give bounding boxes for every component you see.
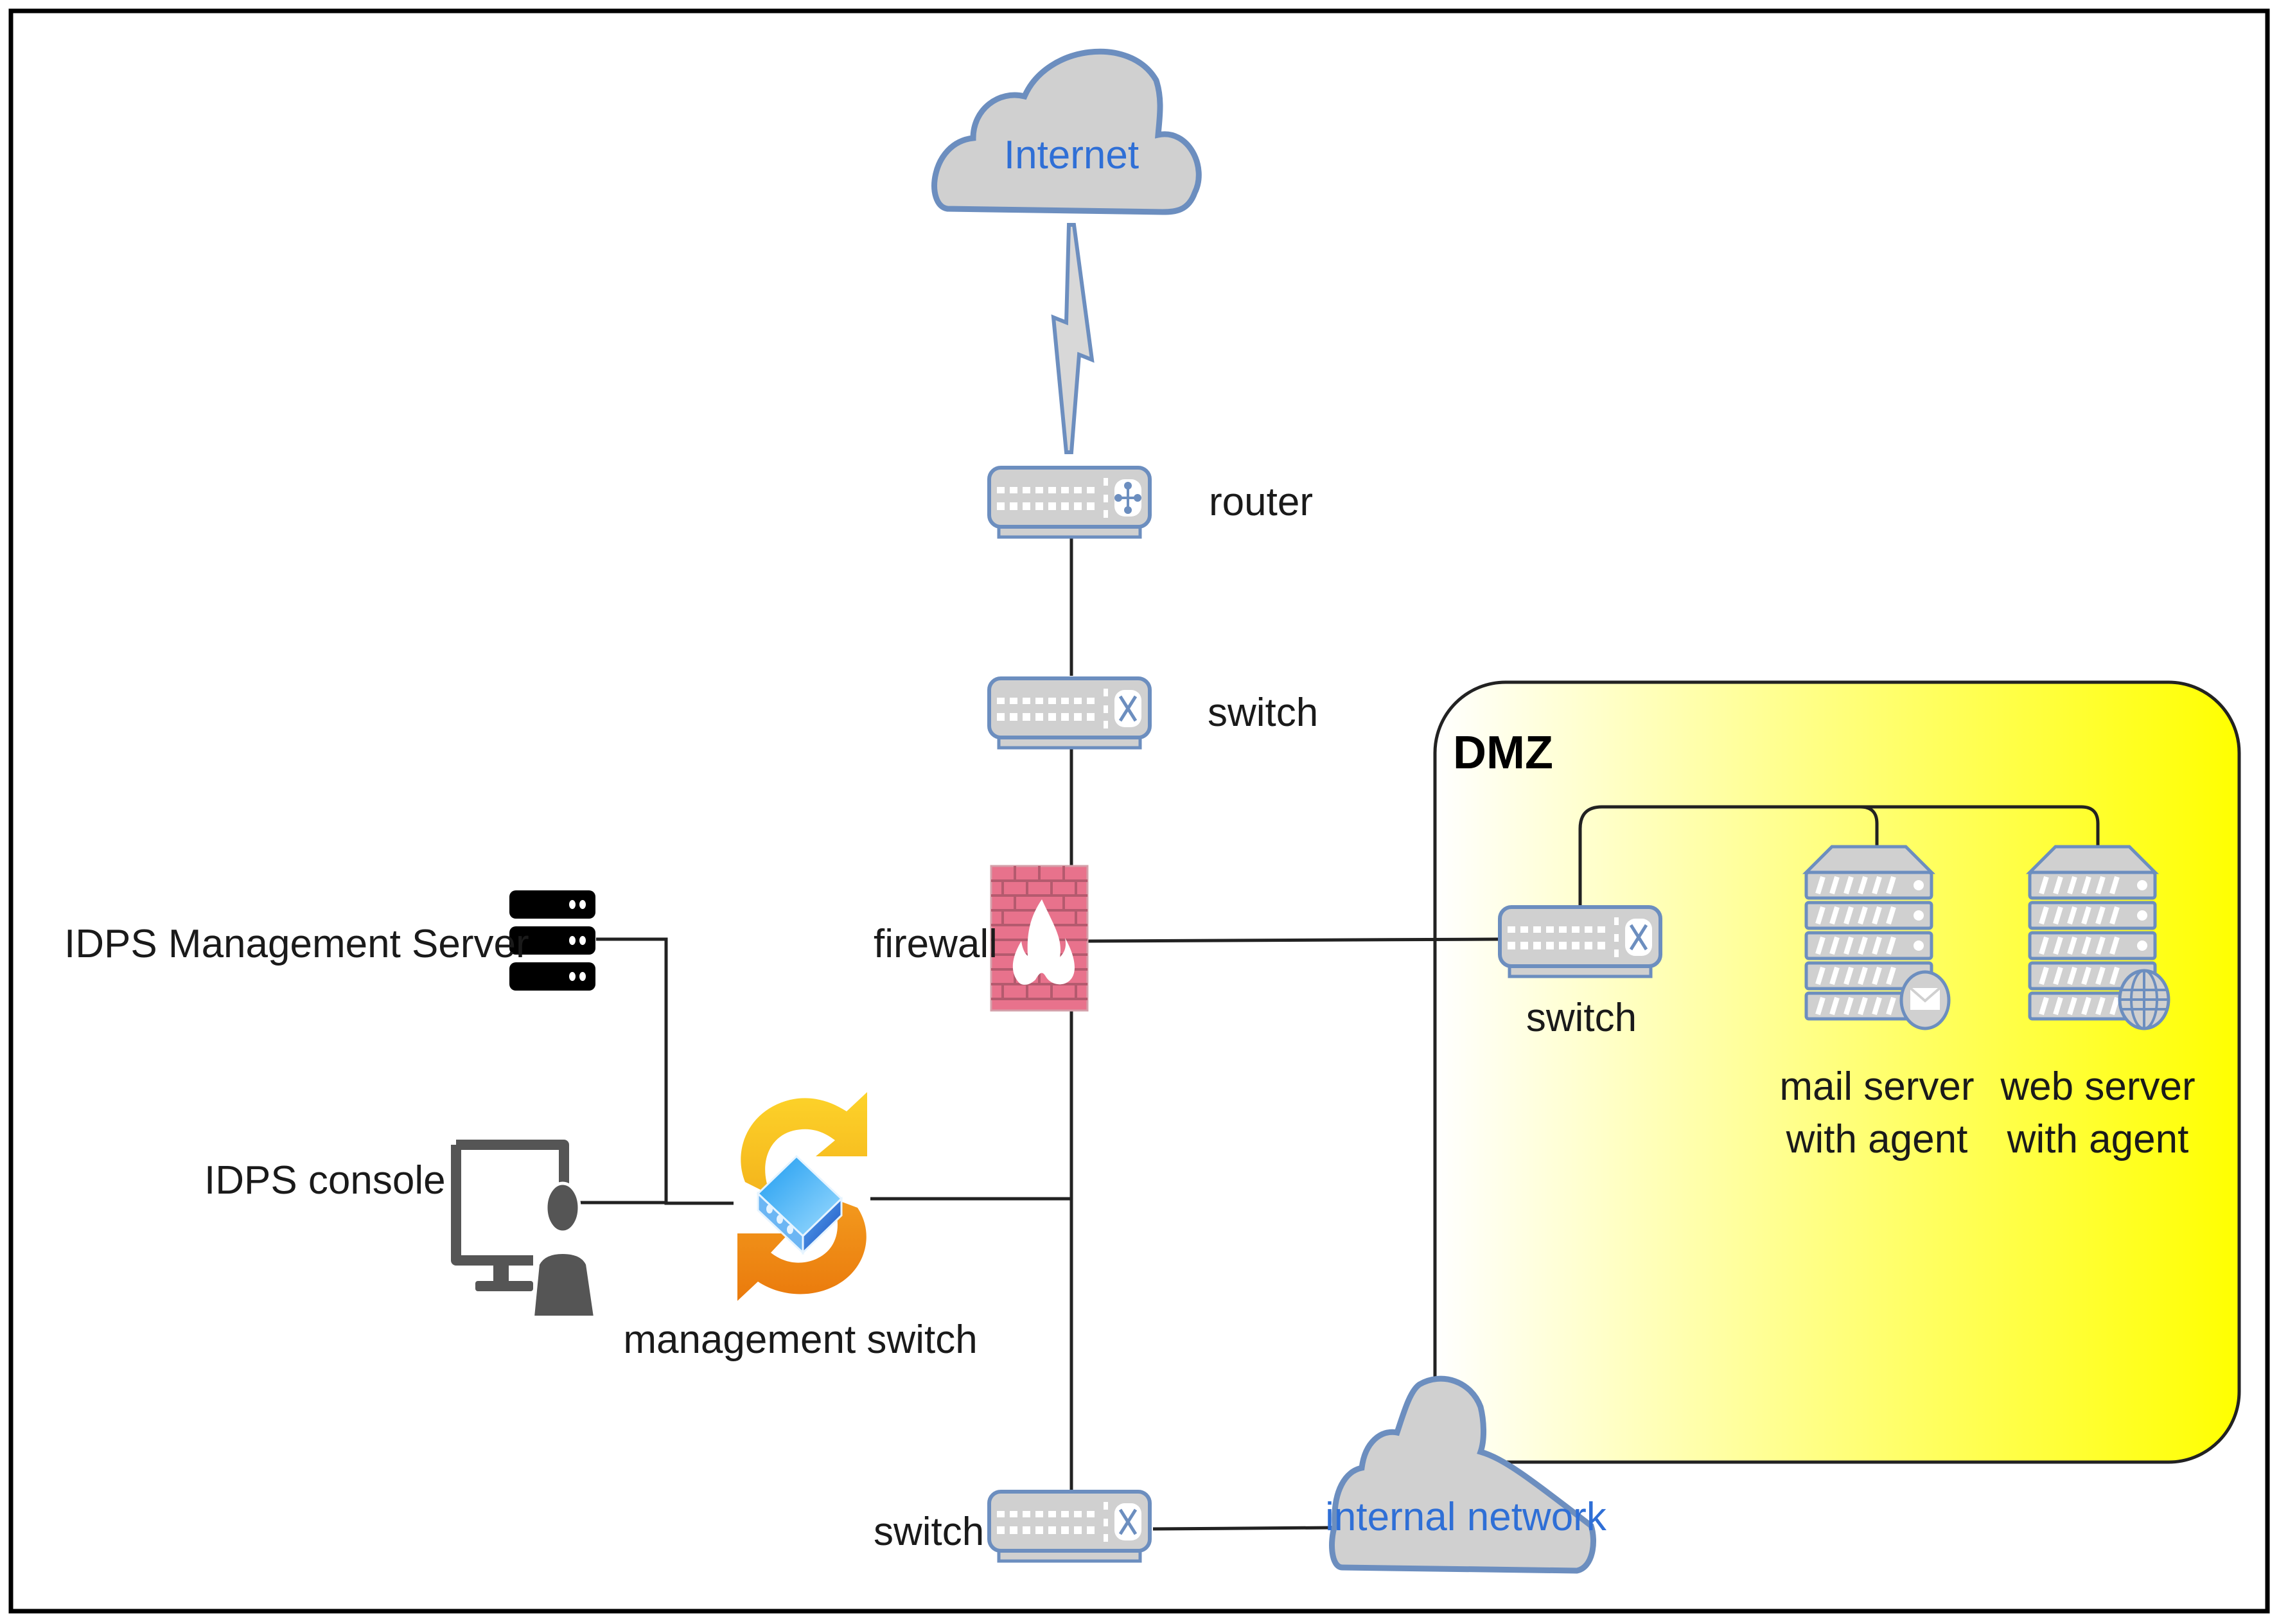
sync-arrow-bottom-icon bbox=[737, 1198, 867, 1301]
idps-console-label: IDPS console bbox=[204, 1158, 446, 1203]
mail-server-label-line2: with agent bbox=[1786, 1117, 1968, 1161]
management-switch-label: management switch bbox=[623, 1318, 977, 1362]
mail-server-icon bbox=[1806, 847, 1951, 1030]
firewall-icon bbox=[990, 865, 1089, 1012]
idps-management-server-label: IDPS Management Server bbox=[64, 922, 529, 966]
globe-icon bbox=[2118, 969, 2170, 1030]
wire-mgmt-server-mgmt-switch bbox=[596, 937, 734, 1205]
mail-server-node[interactable]: mail server with agent bbox=[1779, 847, 1975, 1161]
management-switch-icon bbox=[737, 1092, 867, 1301]
dmz-switch-node[interactable]: switch bbox=[1500, 907, 1660, 1040]
wire-switch-internal-network bbox=[1152, 1526, 1335, 1531]
server-stack-icon bbox=[509, 890, 595, 991]
web-server-label-line2: with agent bbox=[2007, 1117, 2189, 1161]
idps-console-node[interactable]: IDPS console bbox=[204, 1140, 597, 1318]
cloud-icon bbox=[931, 48, 1202, 215]
firewall-node[interactable]: firewall bbox=[874, 865, 1089, 1012]
switch-bottom-node[interactable]: switch bbox=[874, 1492, 1150, 1561]
internet-label: Internet bbox=[1004, 133, 1139, 177]
internal-network-label: internal network bbox=[1325, 1495, 1607, 1539]
switch-top-node[interactable]: switch bbox=[989, 678, 1318, 748]
web-server-node[interactable]: web server with agent bbox=[2000, 847, 2195, 1161]
cloud-icon bbox=[1329, 1375, 1596, 1574]
management-switch-node[interactable]: management switch bbox=[623, 1092, 978, 1362]
web-server-icon bbox=[2030, 847, 2170, 1030]
web-server-label-line1: web server bbox=[2000, 1064, 2195, 1109]
mail-server-label-line1: mail server bbox=[1779, 1064, 1974, 1109]
sync-arrow-top-icon bbox=[741, 1092, 867, 1195]
switch-top-label: switch bbox=[1208, 691, 1318, 735]
idps-management-server-node[interactable]: IDPS Management Server bbox=[64, 890, 595, 991]
wire-dmz-switch-web bbox=[1860, 805, 2100, 845]
switch-bottom-label: switch bbox=[874, 1510, 984, 1554]
wan-link-bolt-icon bbox=[1051, 223, 1095, 454]
internet-node[interactable]: Internet bbox=[931, 48, 1202, 215]
wire-dmz-switch-mail bbox=[1578, 805, 1879, 906]
dmz-switch-label: switch bbox=[1526, 996, 1637, 1040]
router-label: router bbox=[1209, 480, 1313, 524]
dmz-label: DMZ bbox=[1453, 727, 1553, 779]
flame-icon bbox=[1012, 899, 1075, 985]
firewall-label: firewall bbox=[874, 922, 998, 966]
console-user-icon bbox=[451, 1140, 597, 1318]
wire-firewall-dmz-switch bbox=[1087, 937, 1499, 943]
switch-icon bbox=[989, 1492, 1150, 1561]
switch-icon bbox=[1500, 907, 1660, 976]
router-icon bbox=[989, 468, 1150, 537]
wires bbox=[567, 533, 2100, 1531]
internal-network-node[interactable]: internal network bbox=[1325, 1375, 1607, 1574]
switch-icon bbox=[989, 678, 1150, 748]
router-node[interactable]: router bbox=[989, 468, 1313, 537]
